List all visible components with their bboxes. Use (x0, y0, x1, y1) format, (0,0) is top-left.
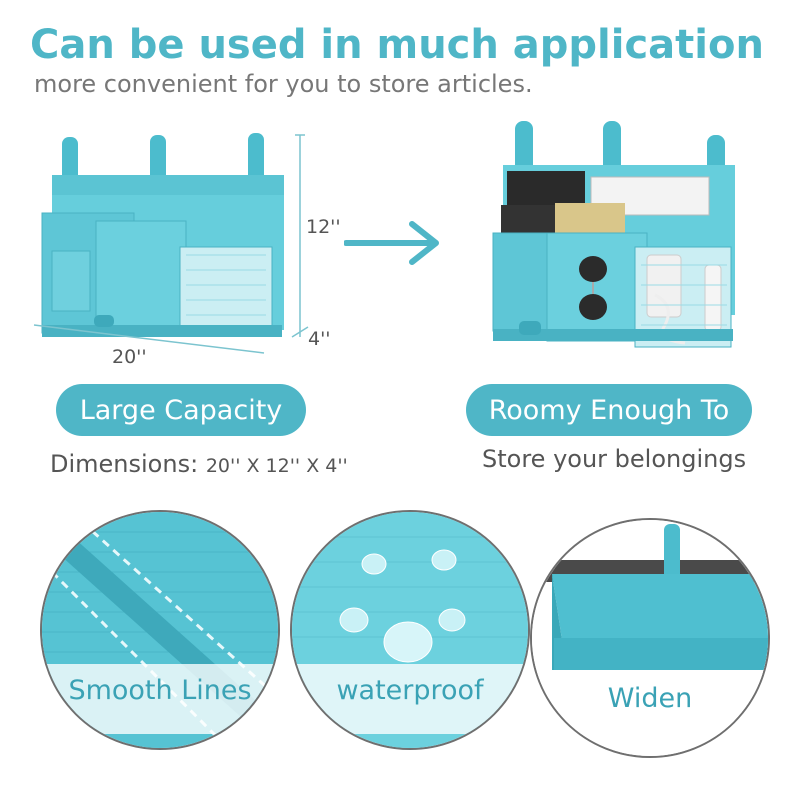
widen-label: Widen (607, 683, 693, 714)
depth-dimension-label: 4'' (308, 328, 331, 350)
right-arrow-icon (343, 218, 444, 268)
waterproof-label: waterproof (336, 675, 484, 706)
dimensions-caption-prefix: Dimensions: (50, 450, 199, 478)
width-dimension-label: 20'' (112, 346, 147, 368)
widen-detail-circle: Widen (530, 518, 770, 758)
dimensions-caption: Dimensions: 20'' X 12'' X 4'' (50, 450, 348, 478)
waterproof-detail-circle: waterproof (290, 510, 530, 750)
belongings-caption: Store your belongings (482, 445, 747, 473)
height-dimension-label: 12'' (306, 216, 341, 238)
waterproof-label-band (292, 664, 528, 734)
widen-label-band (532, 672, 768, 742)
organizer-filled-image (485, 115, 750, 365)
organizer-empty-image (30, 125, 370, 365)
smooth-lines-detail-circle: Smooth Lines (40, 510, 280, 750)
roomy-enough-badge: Roomy Enough To (466, 384, 752, 436)
smooth-lines-label: Smooth Lines (68, 675, 252, 706)
smooth-lines-label-band (42, 664, 278, 734)
dimensions-caption-value: 20'' X 12'' X 4'' (205, 455, 348, 477)
large-capacity-badge: Large Capacity (56, 384, 306, 436)
page-subtitle: more convenient for you to store article… (34, 70, 533, 98)
page-title: Can be used in much application (30, 22, 764, 68)
